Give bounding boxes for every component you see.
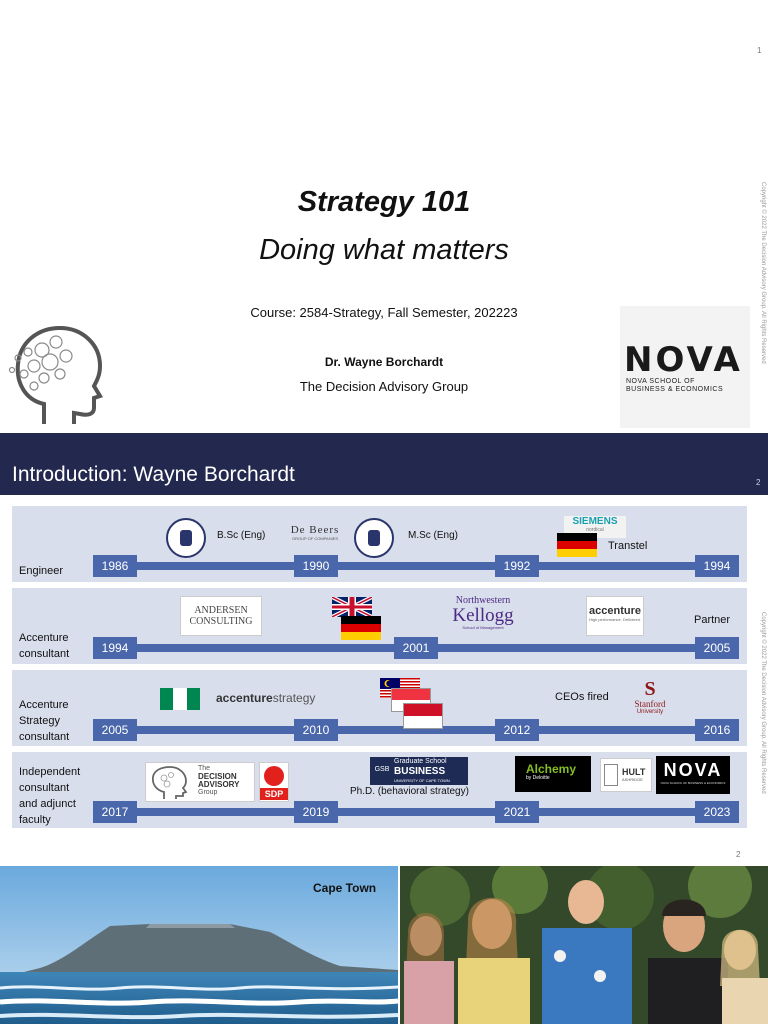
year-2010: 2010 [294,719,338,741]
year-2023: 2023 [695,801,739,823]
year-2005b: 2005 [93,719,137,741]
table-mountain-image [0,866,398,1024]
nova-logo-subtitle: NOVA SCHOOL OF BUSINESS & ECONOMICS [626,378,723,394]
uk-flag-icon [332,597,372,617]
year-2017: 2017 [93,801,137,823]
slide2-copyright: Copyright © 2022 The Decision Advisory G… [760,612,766,794]
role-label-engineer: Engineer [19,565,64,577]
sdp-logo: SDP [259,762,289,802]
slide1-page-number: 1 [757,46,762,55]
partner-label: Partner [694,614,731,626]
bsc-label: B.Sc (Eng) [217,530,266,541]
slide3-page-number: 2 [736,850,741,859]
transtel-label: Transtel [608,540,648,552]
author-name: Dr. Wayne Borchardt [324,355,444,369]
alchemy-logo: Alchemy by Deloitte [515,756,591,792]
year-2001: 2001 [394,637,438,659]
slide2-title: Introduction: Wayne Borchardt [12,463,295,486]
year-2021: 2021 [495,801,539,823]
year-1990: 1990 [294,555,338,577]
year-2019: 2019 [294,801,338,823]
accenture-logo: accenture High performance. Delivered. [586,596,644,636]
course-line: Course: 2584-Strategy, Fall Semester, 20… [250,305,518,320]
decision-advisory-group-logo: The DECISION ADVISORY Group [145,762,255,802]
uct-seal-icon-2 [354,518,394,558]
timeline-line [93,726,739,734]
accenture-strategy-logo: accenturestrategy [216,691,316,705]
slide2-header [0,433,768,495]
cape-town-photo [0,866,398,1024]
slide-title: Strategy 101 [297,186,471,218]
timeline-line [93,808,739,816]
germany-flag-icon [557,533,597,557]
kellogg-logo: Northwestern Kellogg School of Managemen… [452,595,514,630]
year-2012: 2012 [495,719,539,741]
family-portrait-image [400,866,768,1024]
siemens-logo: SIEMENS nordical [564,516,626,538]
nova-logo-sub-2: BUSINESS & ECONOMICS [626,386,724,393]
nova-logo-sub-1: NOVA SCHOOL OF [626,378,695,385]
timeline-line [93,562,739,570]
cape-town-caption: Cape Town [313,881,377,895]
nova-logo-box [620,306,750,428]
slide2-page-number: 2 [756,478,761,487]
nova-logo-small: NOVA NOVA SCHOOL OF BUSINESS & ECONOMICS [656,756,730,794]
germany-flag-icon-2 [341,616,381,640]
phd-label: Ph.D. (behavioral strategy) [350,786,469,797]
year-1986: 1986 [93,555,137,577]
nigeria-flag-icon [160,688,200,710]
uct-gsb-logo: GSB Graduate School BUSINESS UNIVERSITY … [370,757,468,785]
year-1992: 1992 [495,555,539,577]
andersen-consulting-logo: ANDERSEN CONSULTING [180,596,262,636]
hult-logo: HULT ASHRIDGE [600,758,652,792]
decision-head-small-icon [151,766,188,799]
year-2016: 2016 [695,719,739,741]
msc-label: M.Sc (Eng) [408,530,459,541]
year-1994b: 1994 [93,637,137,659]
debeers-logo: De Beers GROUP OF COMPANIES [290,524,340,541]
indonesia-flag-icon [403,703,443,729]
slide1-copyright: Copyright © 2022 The Decision Advisory G… [760,182,766,364]
organization-name: The Decision Advisory Group [299,379,469,394]
decision-head-icon [8,325,103,424]
ceos-fired-label: CEOs fired [555,691,609,703]
slide-subtitle: Doing what matters [259,234,509,266]
stanford-logo: S Stanford University [634,678,666,715]
nova-logo: NOVA [624,340,743,380]
year-1994: 1994 [695,555,739,577]
uct-seal-icon [166,518,206,558]
family-photo [400,866,768,1024]
year-2005: 2005 [695,637,739,659]
